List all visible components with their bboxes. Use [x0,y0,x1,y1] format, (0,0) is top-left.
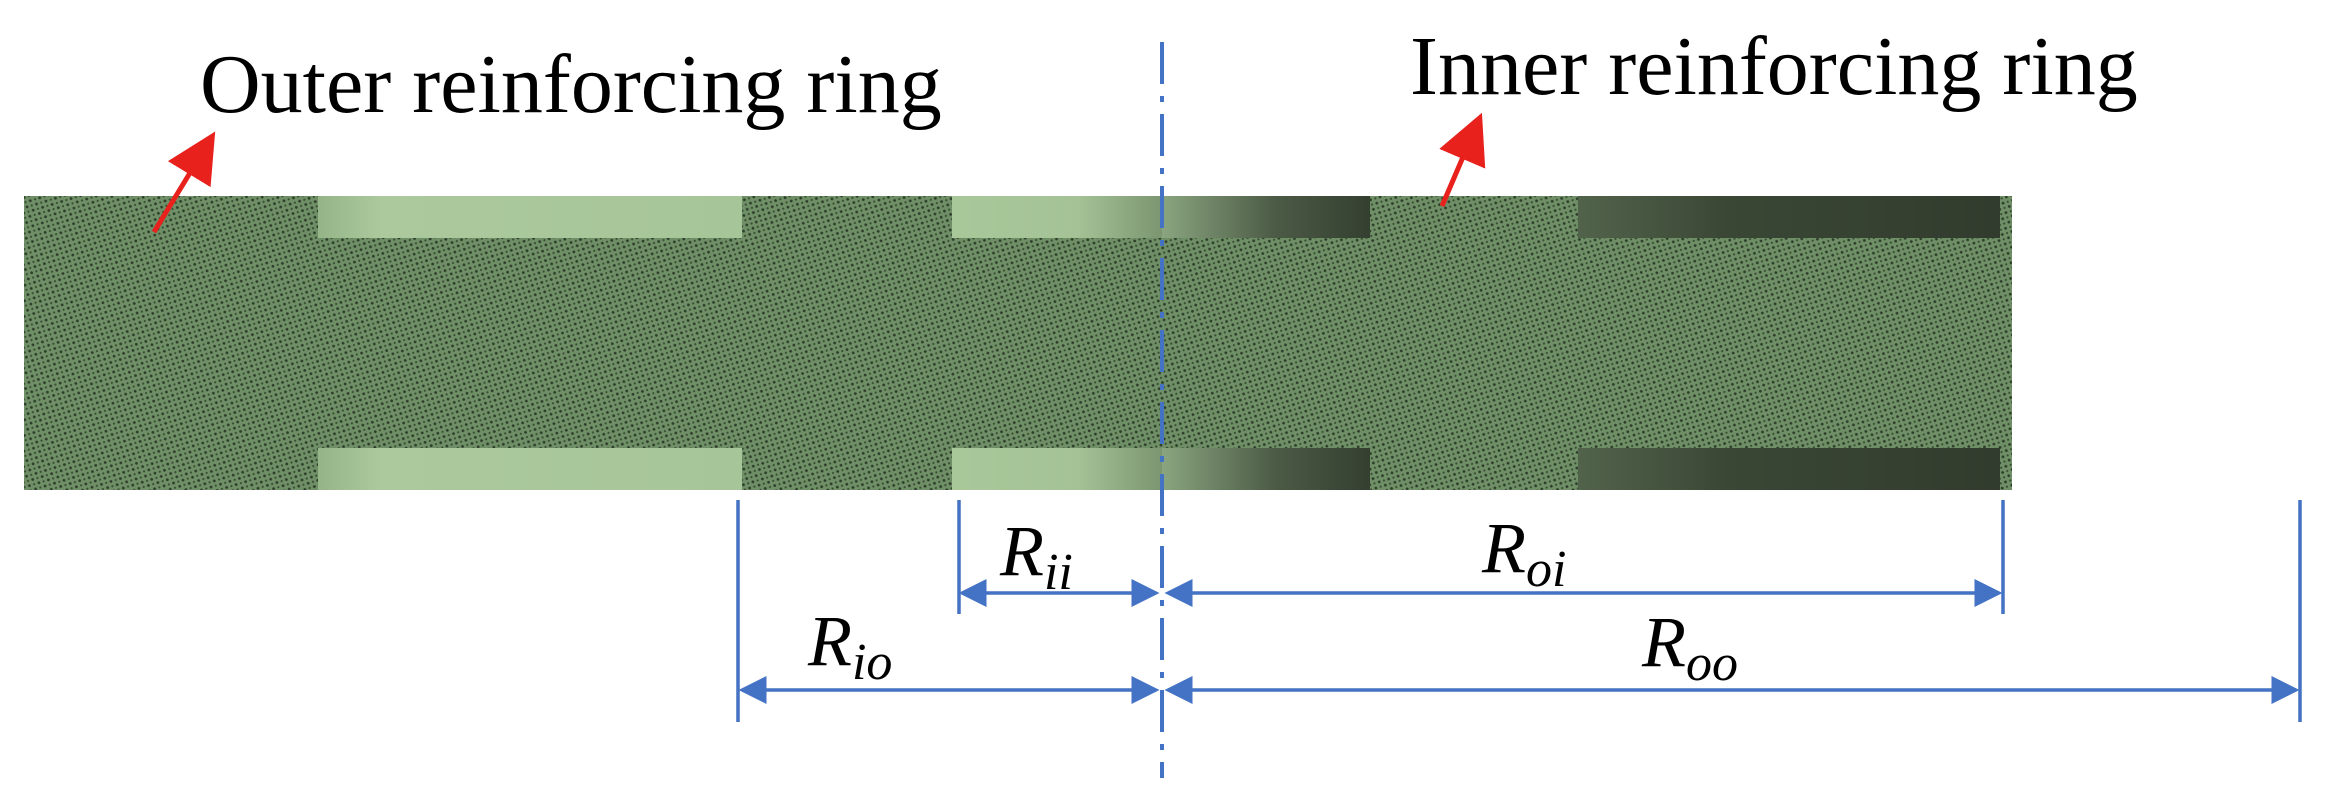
inner-ring-groove-bottom-1 [1162,448,1370,490]
inner-ring-groove-top-2 [1578,196,2000,238]
outer-ring-groove-top-2 [952,196,1162,238]
inner-ring-label: Inner reinforcing ring [1410,20,2138,113]
inner-ring-groove-bottom-2 [1578,448,2000,490]
dimension-label-r-ii: Rii [999,511,1073,601]
outer-ring-groove-bottom-1 [318,448,742,490]
outer-ring-pointer-arrow [151,131,216,234]
outer-ring-label: Outer reinforcing ring [200,38,942,131]
dimension-label-r-oo: Roo [1641,602,1738,692]
disk-body [24,196,2012,490]
dimension-label-r-oi: Roi [1481,508,1566,598]
inner-ring-groove-top-1 [1162,196,1370,238]
inner-ring-pointer-arrow [1439,112,1486,207]
outer-ring-groove-bottom-2 [952,448,1162,490]
dimension-label-r-io: Rio [807,601,892,691]
outer-ring-groove-top-1 [318,196,742,238]
